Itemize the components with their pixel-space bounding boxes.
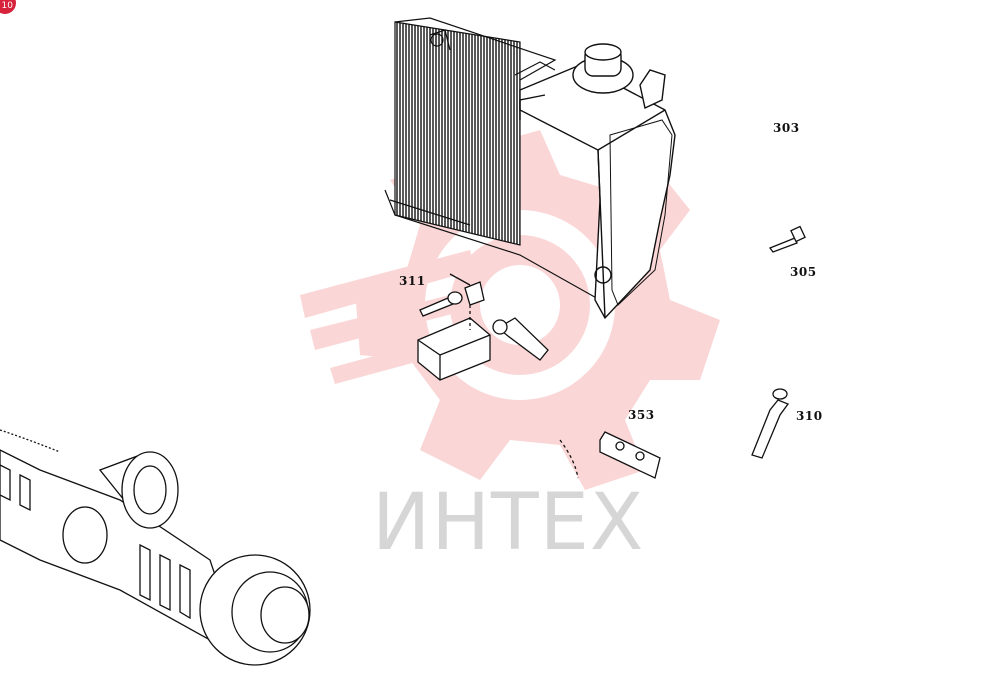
- radiator: [384, 17, 601, 301]
- callout-310: 310: [796, 409, 823, 423]
- callout-303: 303: [773, 121, 800, 135]
- corner-badge: 10: [0, 0, 16, 14]
- callout-311: 311: [399, 274, 426, 288]
- part-305-bolt: [768, 225, 806, 253]
- drive-axle: [0, 429, 311, 666]
- callout-305: 305: [790, 265, 817, 279]
- watermark-text: ИНТЕХ: [372, 478, 645, 568]
- callout-353: 353: [628, 408, 655, 422]
- expansion-tank: [519, 43, 676, 320]
- part-311-valve-assembly: [417, 273, 549, 381]
- part-353-clamp: [559, 431, 661, 479]
- corner-badge-text: 10: [1, 1, 13, 11]
- part-310-hose: [751, 388, 790, 459]
